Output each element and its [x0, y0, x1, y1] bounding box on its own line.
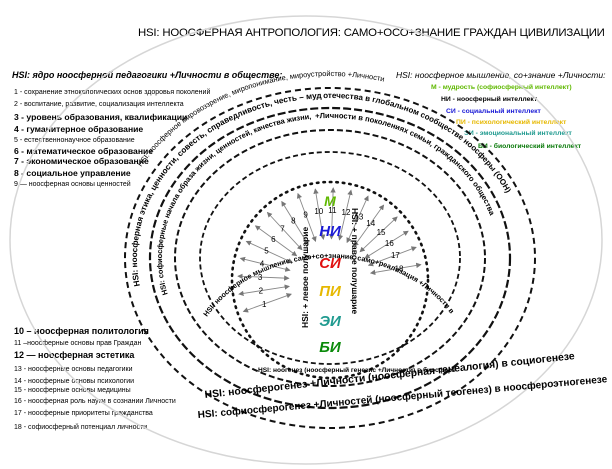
ray-arrow-back — [353, 240, 359, 248]
ray-number: 3 — [258, 273, 263, 282]
ray-arrow-back — [367, 261, 376, 267]
ray-arrow — [238, 286, 283, 297]
ray-number: 16 — [385, 239, 394, 248]
band-outer-label: HSI: софиосферогенез +Личностей (ноосфер… — [197, 373, 608, 421]
ray-arrow — [254, 225, 292, 253]
dashed-ring — [174, 129, 486, 387]
ray-arrow-back — [283, 266, 291, 272]
ray-number: 2 — [259, 287, 264, 296]
ray-arrow — [239, 256, 284, 270]
ray-arrow-back — [286, 258, 294, 264]
ray-number: 14 — [366, 219, 375, 228]
right-panel-item: НИ - ноосферный интеллект — [441, 96, 538, 103]
ray-number: 9 — [303, 210, 308, 219]
ray-arrow — [245, 240, 287, 261]
left-panel-item: 9 — ноосферная основы ценностей — [14, 181, 131, 188]
left-panel-item: 7 - экономическое образование — [14, 156, 149, 166]
ray-arrow — [349, 195, 369, 237]
ray-arrow-back — [359, 246, 366, 253]
arc-text: HSI: ноосферное мышление, само+со+знание… — [0, 0, 458, 318]
left-hemisphere-label: HSI: + левое полушарие — [300, 227, 310, 328]
right-panel-item: ПИ - психологический интеллект — [456, 119, 567, 126]
ray-arrow — [357, 204, 385, 242]
ray-arrow-back — [346, 236, 352, 244]
ray-number: 18 — [395, 264, 404, 273]
bottom-panel-item: 13 - ноосферные основы педагогики — [14, 366, 133, 373]
bottom-panel-item: 11 –ноосферные основы прав Граждан — [14, 340, 142, 347]
ray-number: 8 — [291, 216, 296, 225]
ray-arrow — [330, 187, 336, 233]
bottom-panel-item: 12 — ноосферная эстетика — [14, 350, 135, 360]
ray-arrow-back — [311, 234, 317, 243]
bottom-panel-item: 17 - ноосферные приоритеты гражданства — [14, 410, 153, 417]
ray-number: 15 — [377, 228, 386, 237]
ray-number: 11 — [328, 206, 337, 215]
ray-number: 1 — [262, 300, 267, 309]
ray-arrow — [340, 189, 353, 234]
right-panel-item: ЭИ - эмоциональный интеллект — [464, 130, 572, 137]
ray-number: 10 — [314, 207, 323, 216]
dotted-ring — [230, 180, 430, 380]
ray-number: 12 — [342, 208, 351, 217]
right-panel-item: БИ - биологический интеллект — [478, 143, 582, 150]
ray-arrow — [281, 200, 306, 240]
dashed-ring — [199, 151, 461, 365]
ray-arrow — [377, 262, 422, 273]
left-panel-heading: HSI: ядро ноосферной педагогики +Личност… — [12, 70, 283, 80]
center-letter: НИ — [319, 223, 342, 240]
right-panel-item: М - мудрость (софиосферный интеллект) — [431, 84, 572, 91]
ray-arrow-back — [284, 293, 292, 299]
ray-number: 5 — [264, 247, 269, 256]
ray-number: 13 — [354, 212, 363, 221]
arc-label: HSI: ноосферное мышление, само+со+знание… — [0, 0, 458, 318]
ray-arrow-back — [319, 232, 326, 241]
center-letter: ЭИ — [319, 313, 342, 330]
ray-arrow — [242, 295, 286, 313]
ray-arrow — [313, 188, 323, 233]
ray-number: 7 — [280, 225, 285, 234]
bottom-panel-item: 15 - ноосферные основы медицины — [14, 387, 131, 394]
ray-arrow — [266, 211, 298, 246]
bottom-panel-item: 16 - ноосферная роль науки в сознании Ли… — [14, 398, 176, 405]
ray-number: 6 — [271, 235, 276, 244]
center-letter: СИ — [319, 255, 342, 272]
ray-arrow-back — [364, 253, 371, 259]
ray-arrow — [296, 192, 314, 236]
ray-number: 4 — [260, 260, 265, 269]
right-panel-item: СИ - социальный интеллект — [446, 108, 541, 115]
left-panel-item: 6 - математическое образование — [14, 146, 154, 156]
left-panel-item: 5 - естественнонаучное образование — [14, 137, 135, 144]
right-hemisphere-label: HSI: + правое полушарие — [350, 208, 360, 314]
left-panel-item: 1 - сохранение этнокологических основ зд… — [14, 89, 211, 96]
center-letter: ПИ — [319, 283, 342, 300]
page-title: HSI: НООСФЕРНАЯ АНТРОПОЛОГИЯ: САМО+ОСО+З… — [138, 27, 605, 39]
ray-number: 17 — [391, 251, 400, 260]
ray-arrow-back — [296, 244, 303, 251]
bottom-panel-item: 14 - ноосферные основы психологии — [14, 378, 135, 385]
center-letter: М — [324, 193, 336, 209]
ray-arrow — [370, 230, 409, 255]
left-panel-item: 3 - уровень образования, квалификации — [14, 112, 188, 122]
ray-arrow — [364, 216, 398, 248]
ray-arrow-back — [337, 233, 344, 241]
left-panel-item: 4 - гуманитерное образование — [14, 124, 144, 134]
left-panel-item: 8 - социальное управление — [14, 168, 131, 178]
center-letter: БИ — [319, 339, 342, 356]
band-inner-label: HSI: ноогенез (ноосферный генезис +Лично… — [258, 366, 456, 374]
ray-arrow-back — [290, 250, 298, 257]
right-panel-heading: HSI: ноосферное мышление, со+знание +Лич… — [396, 70, 606, 80]
ray-arrow-back — [369, 269, 378, 276]
ray-arrow — [237, 273, 283, 280]
ray-arrow-back — [303, 238, 309, 246]
dashed-ring — [124, 87, 536, 429]
ray-arrow-back — [282, 284, 290, 290]
dashed-ring — [148, 106, 512, 410]
ray-arrow — [374, 246, 417, 264]
bottom-panel-item: 10 – ноосферная политология — [14, 326, 149, 336]
bottom-panel-item: 18 - софиосферный потенциал личности — [14, 424, 148, 431]
outer-ellipse — [9, 15, 603, 465]
left-panel-item: 2 - воспитание, развитие, социализация и… — [14, 101, 184, 108]
